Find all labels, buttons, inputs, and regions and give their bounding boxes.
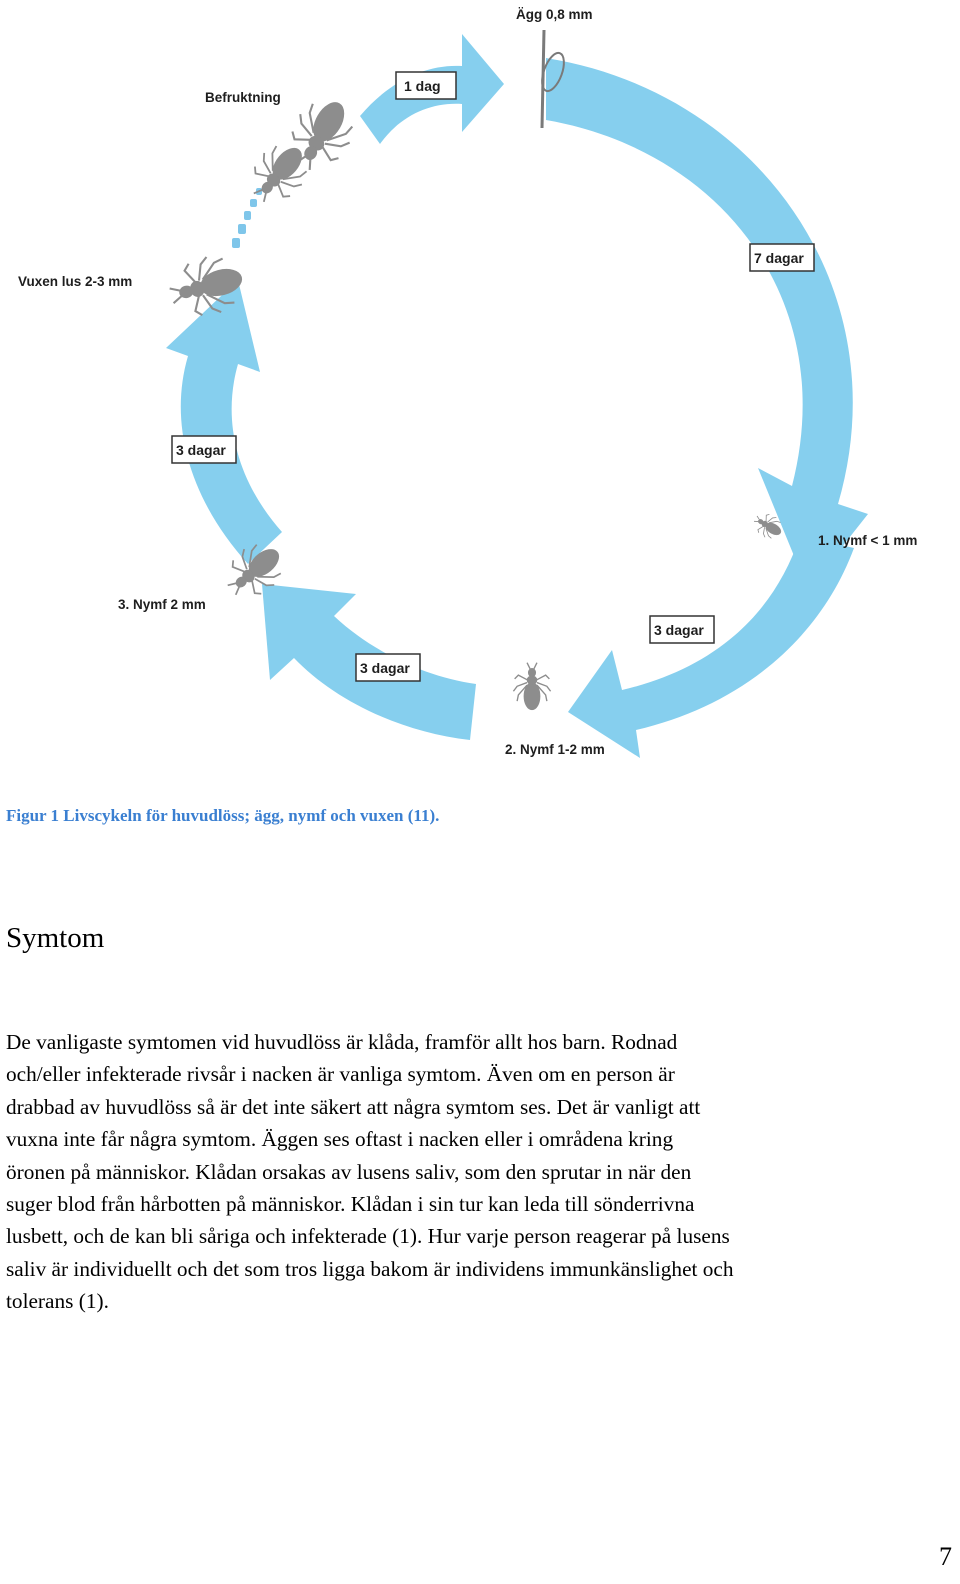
body-line: öronen på människor. Klådan orsakas av l…	[6, 1156, 954, 1188]
body-line: saliv är individuellt och det som tros l…	[6, 1253, 954, 1285]
duration-box-right: 7 dagar	[750, 244, 814, 271]
body-line: vuxna inte får några symtom. Äggen ses o…	[6, 1123, 954, 1155]
duration-box-left: 3 dagar	[172, 436, 236, 463]
svg-text:7 dagar: 7 dagar	[754, 250, 804, 266]
lifecycle-figure: Ägg 0,8 mm Befruktning Vuxen lus 2-3 mm …	[0, 0, 960, 770]
arrow-lower-right	[568, 536, 854, 758]
label-nymph3: 3. Nymf 2 mm	[118, 597, 206, 612]
duration-box-lower-right: 3 dagar	[650, 616, 714, 643]
section-heading: Symtom	[6, 922, 104, 955]
body-line: lusbett, och de kan bli såriga och infek…	[6, 1220, 954, 1252]
label-egg: Ägg 0,8 mm	[516, 7, 593, 22]
body-line: och/eller infekterade rivsår i nacken är…	[6, 1058, 954, 1090]
label-nymph2: 2. Nymf 1-2 mm	[505, 742, 605, 757]
body-line: drabbad av huvudlöss så är det inte säke…	[6, 1091, 954, 1123]
duration-box-bottom: 3 dagar	[356, 654, 420, 681]
body-line: tolerans (1).	[6, 1285, 954, 1317]
label-adult: Vuxen lus 2-3 mm	[18, 274, 132, 289]
arrow-left	[166, 280, 282, 564]
duration-box-top: 1 dag	[396, 72, 456, 99]
figure-caption: Figur 1 Livscykeln för huvudlöss; ägg, n…	[6, 806, 946, 826]
body-line: suger blod från hårbotten på människor. …	[6, 1188, 954, 1220]
louse-nymph2-icon	[513, 663, 550, 710]
arrow-right	[546, 58, 868, 590]
svg-text:3 dagar: 3 dagar	[176, 442, 226, 458]
cycle-arrows	[166, 34, 868, 758]
page-number: 7	[939, 1542, 952, 1572]
label-nymph1: 1. Nymf < 1 mm	[818, 533, 917, 548]
svg-text:3 dagar: 3 dagar	[654, 622, 704, 638]
dotted-transition	[232, 188, 262, 248]
body-paragraph: De vanligaste symtomen vid huvudlöss är …	[6, 1026, 954, 1318]
label-fertilization: Befruktning	[205, 90, 281, 105]
svg-text:3 dagar: 3 dagar	[360, 660, 410, 676]
svg-text:1 dag: 1 dag	[404, 78, 441, 94]
body-line: De vanligaste symtomen vid huvudlöss är …	[6, 1026, 954, 1058]
